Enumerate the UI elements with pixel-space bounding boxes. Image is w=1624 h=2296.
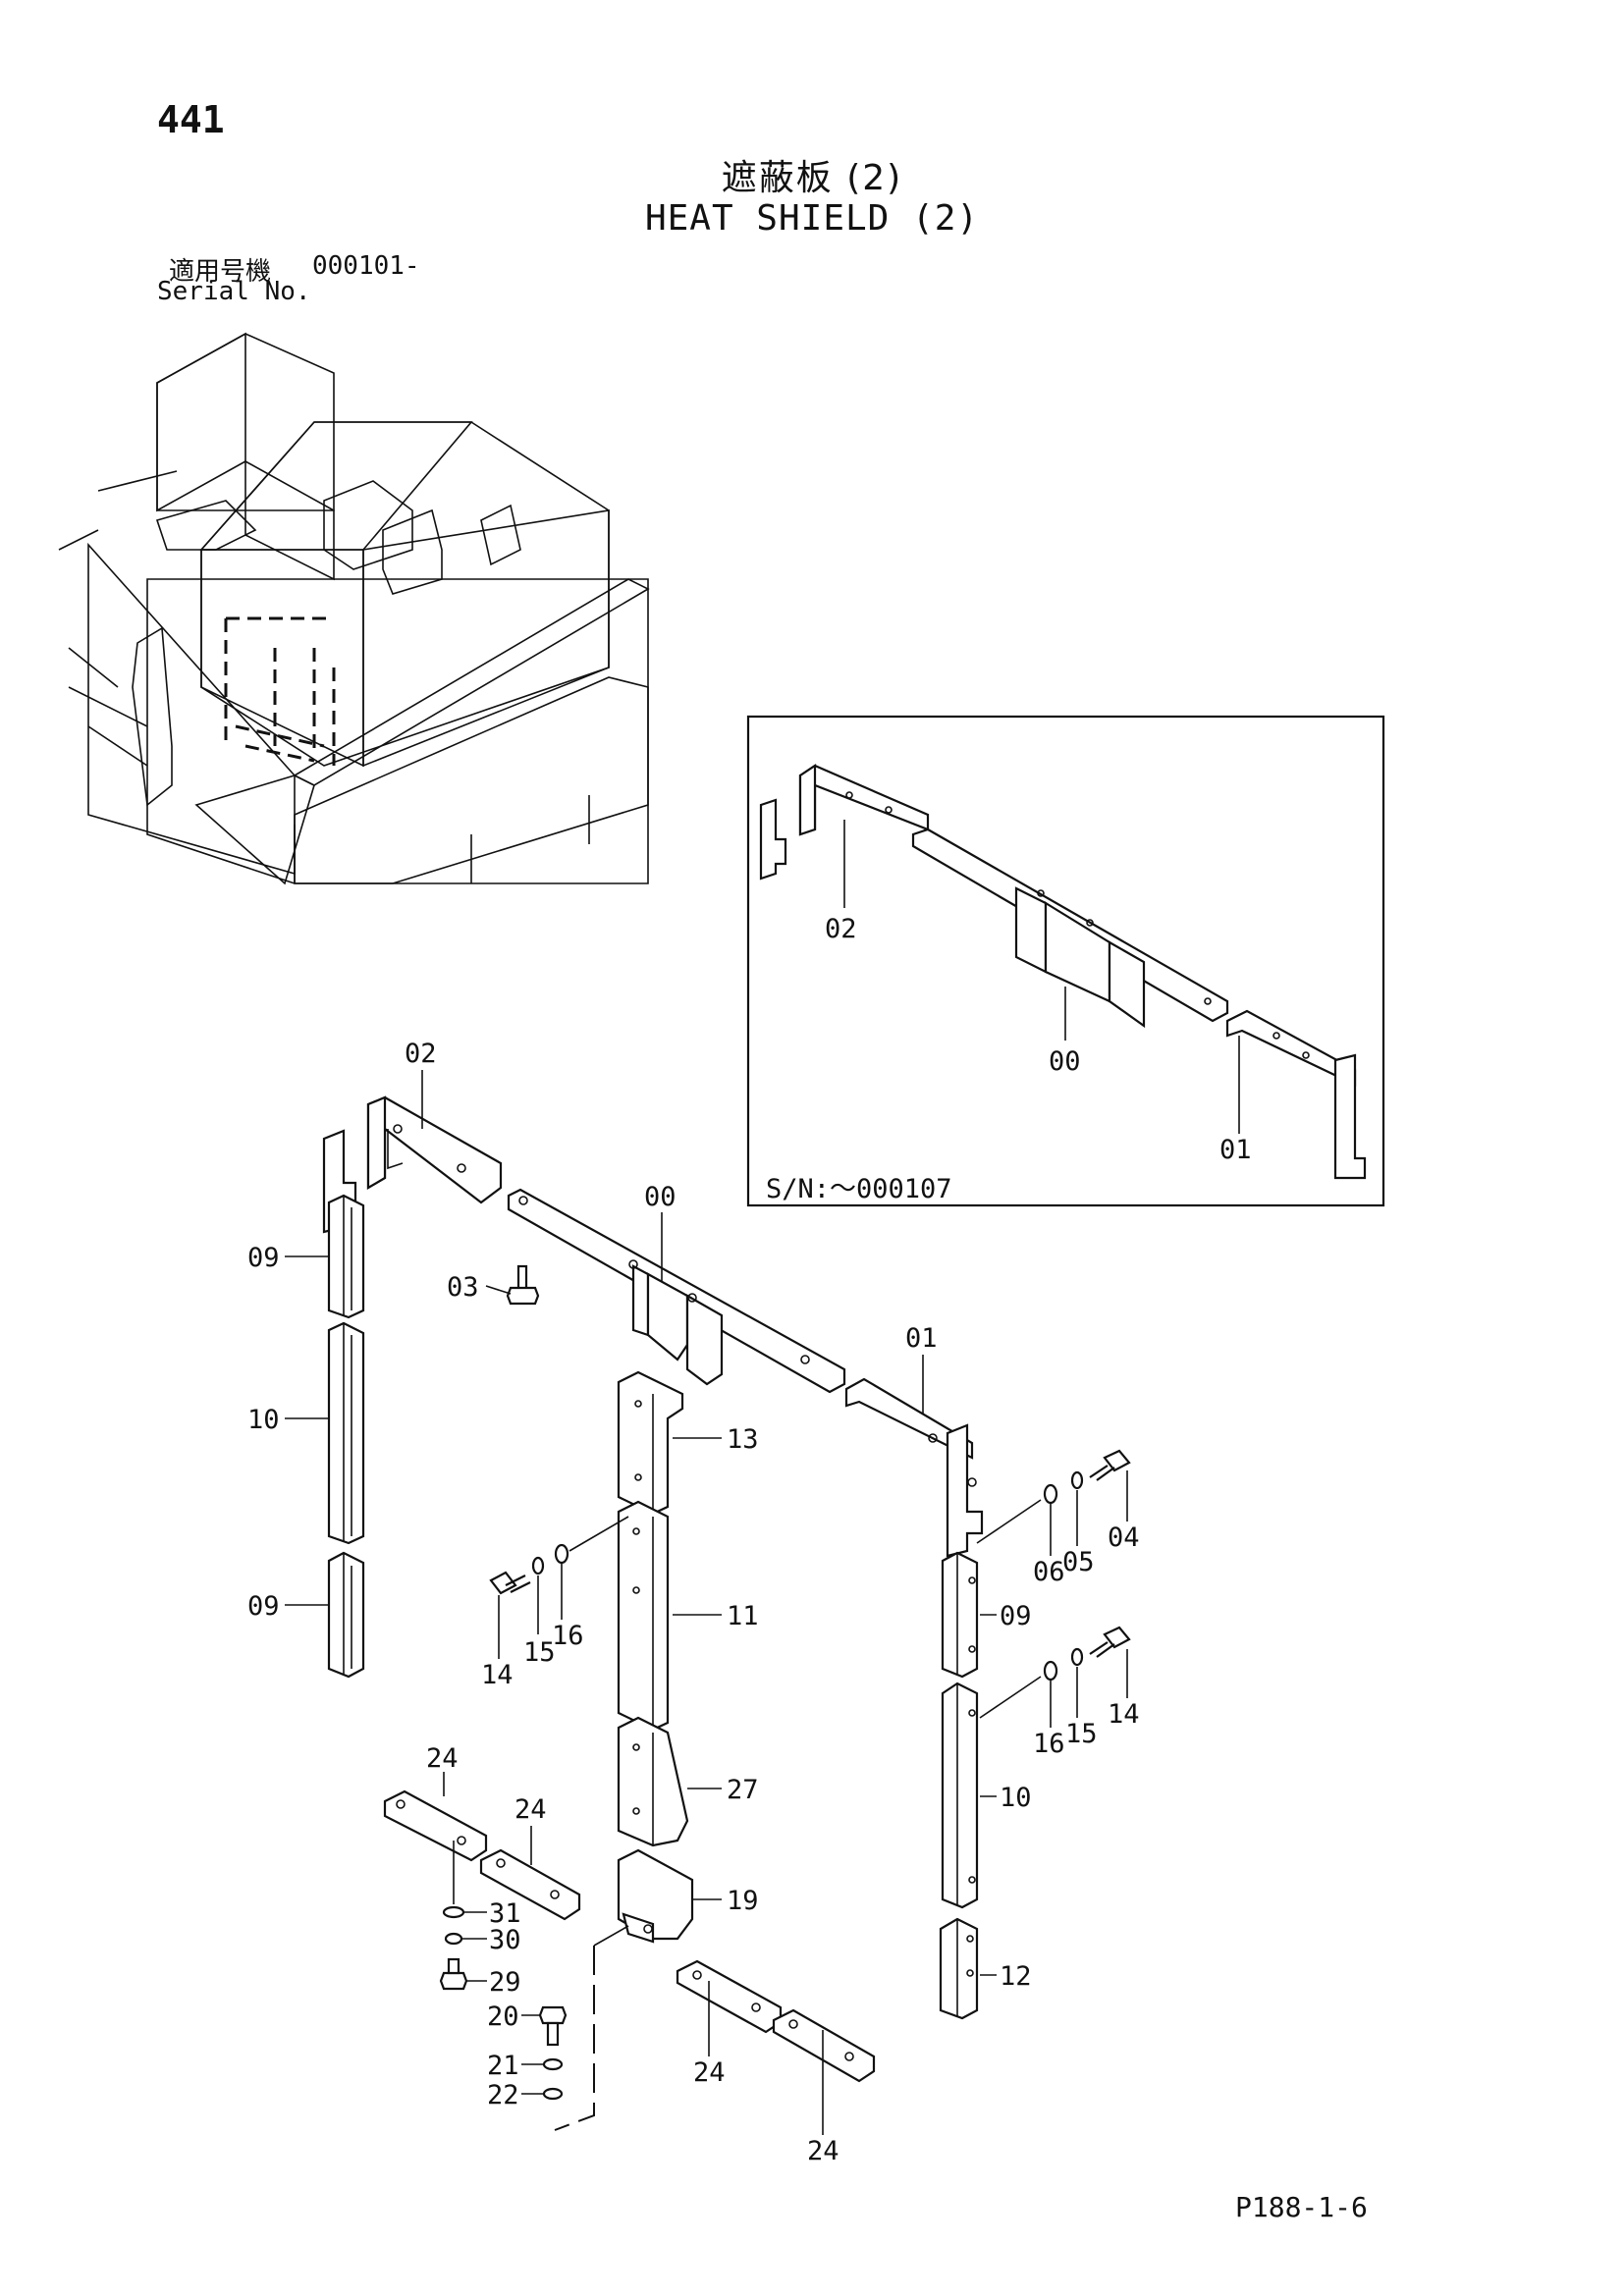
- callout-16-right: 16: [1033, 1729, 1065, 1759]
- callout-24-b: 24: [514, 1794, 547, 1825]
- inset-callout-02: 02: [825, 914, 857, 944]
- callout-12: 12: [1000, 1961, 1032, 1992]
- part-15-washer-left: [531, 1556, 545, 1575]
- inset-callout-01: 01: [1219, 1135, 1252, 1165]
- callout-15-right: 15: [1065, 1719, 1098, 1749]
- part-24-plate-b: [479, 1848, 581, 1921]
- part-16-washer-left: [554, 1543, 569, 1565]
- inset-callout-00: 00: [1049, 1046, 1081, 1077]
- part-13-shield: [617, 1370, 684, 1516]
- callout-06: 06: [1033, 1557, 1065, 1587]
- inset-part-00: [911, 828, 1229, 1029]
- callout-05: 05: [1062, 1547, 1095, 1577]
- serial-value: 000101-: [312, 251, 420, 281]
- part-15-washer-right: [1070, 1647, 1084, 1667]
- part-09-right: [941, 1551, 979, 1679]
- serial-label-japanese: 適用号機: [169, 257, 272, 287]
- serial-label-english: Serial No.: [157, 277, 311, 306]
- part-12-shield: [939, 1917, 979, 2020]
- callout-14-right: 14: [1108, 1699, 1140, 1730]
- callout-30: 30: [489, 1925, 521, 1955]
- part-10-left: [327, 1321, 365, 1545]
- callout-10-left: 10: [247, 1405, 280, 1435]
- part-21-washer: [542, 2057, 564, 2071]
- callout-02: 02: [405, 1039, 437, 1069]
- callout-03: 03: [447, 1272, 479, 1303]
- machine-overview-drawing: [58, 332, 650, 885]
- callout-01: 01: [905, 1323, 938, 1354]
- part-29-bolt: [439, 1957, 468, 1991]
- callout-24-d: 24: [807, 2136, 839, 2166]
- page-code: P188-1-6: [1235, 2191, 1368, 2223]
- title-japanese: 遮蔽板 (2): [721, 158, 903, 198]
- callout-04: 04: [1108, 1522, 1140, 1553]
- part-19-cover: [617, 1848, 694, 1944]
- callout-00: 00: [644, 1182, 677, 1212]
- callout-10-right: 10: [1000, 1783, 1032, 1813]
- part-30-washer: [444, 1932, 463, 1946]
- part-24-plate-c: [676, 1959, 783, 2034]
- exploded-view: 02 00 01 03 09 10 09 13 11 27 19 09 10 1…: [247, 1039, 1140, 2166]
- part-22-washer: [542, 2087, 564, 2101]
- title-english: HEAT SHIELD (2): [644, 198, 980, 239]
- callout-09-left-upper: 09: [247, 1243, 280, 1273]
- callout-24-c: 24: [693, 2057, 726, 2088]
- callout-29: 29: [489, 1967, 521, 1998]
- part-06-washer: [1043, 1483, 1058, 1505]
- part-00-main-beam: [507, 1188, 846, 1394]
- callout-16-left: 16: [552, 1621, 584, 1651]
- inset-serial-range: S/N:～000107: [766, 1174, 952, 1204]
- callout-31: 31: [489, 1898, 521, 1929]
- inset-part-01: [1225, 1009, 1367, 1180]
- part-27-shield: [617, 1716, 689, 1847]
- page-number: 441: [157, 98, 225, 141]
- part-24-plate-a: [383, 1789, 488, 1862]
- callout-22: 22: [487, 2080, 519, 2110]
- part-10-right: [941, 1682, 979, 1909]
- callout-09-right: 09: [1000, 1601, 1032, 1631]
- part-05-washer: [1070, 1470, 1084, 1490]
- callout-19: 19: [727, 1886, 759, 1916]
- callout-11: 11: [727, 1601, 759, 1631]
- part-04-bolt: [1089, 1449, 1131, 1481]
- callout-20: 20: [487, 2002, 519, 2032]
- part-16-washer-right: [1043, 1660, 1058, 1682]
- part-24-plate-d: [772, 2008, 876, 2083]
- part-31-washer: [442, 1905, 465, 1919]
- callout-21: 21: [487, 2051, 519, 2081]
- inset-part-02: [759, 763, 930, 881]
- callout-24-a: 24: [426, 1743, 459, 1774]
- part-14-bolt-right: [1089, 1626, 1131, 1658]
- part-03-bolt: [506, 1264, 540, 1306]
- callout-15-left: 15: [523, 1637, 556, 1668]
- part-09-left-lower: [327, 1551, 365, 1679]
- part-11-shield: [617, 1500, 670, 1732]
- part-20-bolt: [538, 2005, 568, 2047]
- inset-variant-box: 02 00 01 S/N:～000107: [746, 715, 1385, 1207]
- callout-09-left-lower: 09: [247, 1591, 280, 1622]
- callout-14-left: 14: [481, 1660, 514, 1690]
- callout-27: 27: [727, 1775, 759, 1805]
- part-01-bracket: [844, 1377, 984, 1558]
- callout-13: 13: [727, 1424, 759, 1455]
- part-09-left-upper: [327, 1194, 365, 1319]
- part-14-bolt-left: [489, 1571, 531, 1595]
